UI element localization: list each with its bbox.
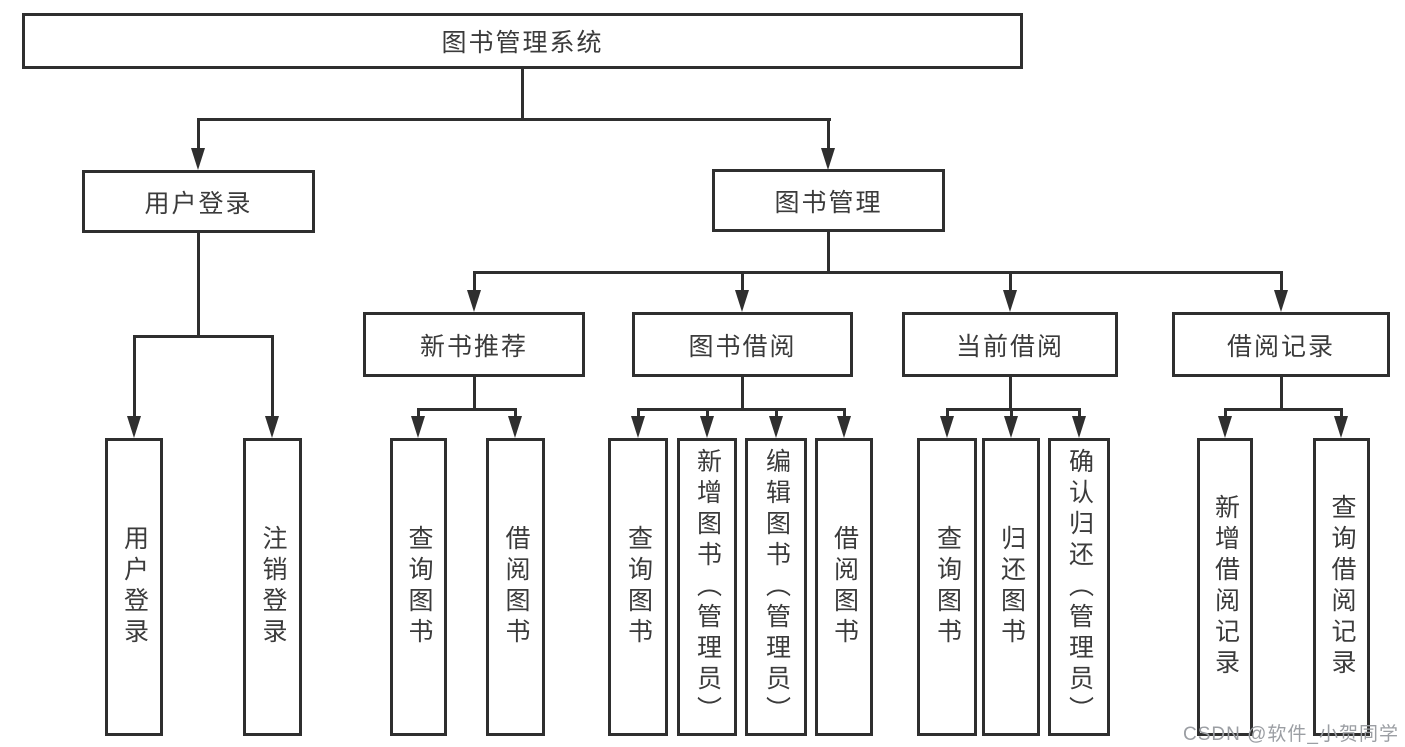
connector-arrowhead: [127, 416, 141, 438]
connector-arrowhead: [508, 416, 522, 438]
connector-line: [133, 335, 274, 338]
node-borrow-books-action: 借阅图书: [815, 438, 873, 736]
node-label: 注销登录: [259, 525, 287, 649]
node-query-borrow-record: 查询借阅记录: [1313, 438, 1370, 736]
connector-arrowhead: [1218, 416, 1232, 438]
connector-line: [197, 233, 200, 335]
node-label: 借阅记录: [1226, 332, 1335, 361]
node-label: 编辑图书（管理员）: [762, 447, 791, 727]
connector-line: [637, 408, 640, 416]
node-label: 借阅图书: [830, 525, 859, 649]
connector-line: [197, 118, 200, 148]
node-label: 用户登录: [144, 189, 253, 218]
connector-line: [827, 232, 830, 271]
node-label: 新增借阅记录: [1211, 494, 1240, 680]
connector-line: [514, 408, 517, 416]
node-label: 归还图书: [997, 525, 1026, 649]
connector-arrowhead: [265, 416, 279, 438]
node-user-login: 用户登录: [82, 170, 315, 233]
csdn-watermark: CSDN @软件_小贺同学: [1183, 724, 1399, 745]
connector-line: [1340, 408, 1343, 416]
connector-line: [843, 408, 846, 416]
node-label: 新增图书（管理员）: [693, 447, 722, 727]
connector-line: [473, 377, 476, 408]
node-user-login-action: 用户登录: [105, 438, 163, 736]
node-label: 借阅图书: [502, 525, 530, 649]
node-label: 图书管理系统: [441, 29, 604, 57]
connector-line: [1224, 408, 1227, 416]
node-library-management-system: 图书管理系统: [22, 13, 1023, 69]
node-add-books-admin: 新增图书（管理员）: [677, 438, 737, 736]
connector-arrowhead: [1072, 416, 1086, 438]
connector-arrowhead: [700, 416, 714, 438]
node-current-borrowing: 当前借阅: [902, 312, 1118, 377]
connector-arrowhead: [1274, 290, 1288, 312]
connector-line: [1009, 377, 1012, 408]
connector-line: [417, 408, 420, 416]
connector-line: [637, 408, 846, 411]
connector-line: [521, 68, 524, 118]
node-new-book-recommend: 新书推荐: [363, 312, 585, 377]
connector-line: [741, 377, 744, 408]
connector-arrowhead: [1334, 416, 1348, 438]
connector-line: [946, 408, 949, 416]
connector-line: [1224, 408, 1343, 411]
node-return-books: 归还图书: [982, 438, 1040, 736]
connector-arrowhead: [837, 416, 851, 438]
node-label: 查询借阅记录: [1328, 494, 1356, 680]
node-borrowing-query-books: 查询图书: [608, 438, 668, 736]
connector-arrowhead: [411, 416, 425, 438]
node-edit-books-admin: 编辑图书（管理员）: [745, 438, 807, 736]
connector-line: [417, 408, 517, 411]
node-confirm-return-admin: 确认归还（管理员）: [1048, 438, 1110, 736]
node-recommend-query-books: 查询图书: [390, 438, 447, 736]
node-label: 图书借阅: [688, 332, 797, 361]
node-borrowing-records: 借阅记录: [1172, 312, 1390, 377]
node-add-borrow-record: 新增借阅记录: [1197, 438, 1253, 736]
connector-line: [1280, 271, 1283, 290]
node-label: 查询图书: [405, 525, 433, 649]
node-label: 用户登录: [120, 525, 149, 649]
node-label: 图书管理: [774, 188, 883, 217]
connector-arrowhead: [467, 290, 481, 312]
connector-line: [1010, 408, 1013, 416]
connector-line: [473, 271, 1283, 274]
connector-line: [133, 335, 136, 416]
connector-arrowhead: [735, 290, 749, 312]
node-label: 查询图书: [933, 525, 962, 649]
connector-line: [197, 118, 831, 121]
node-current-query-books: 查询图书: [917, 438, 977, 736]
connector-line: [271, 335, 274, 416]
node-label: 查询图书: [624, 525, 653, 649]
node-book-management: 图书管理: [712, 169, 945, 232]
connector-arrowhead: [940, 416, 954, 438]
connector-arrowhead: [191, 148, 205, 170]
connector-line: [706, 408, 709, 416]
connector-line: [1009, 271, 1012, 290]
connector-line: [827, 118, 830, 148]
connector-line: [1078, 408, 1081, 416]
connector-line: [775, 408, 778, 416]
connector-arrowhead: [1004, 416, 1018, 438]
connector-arrowhead: [821, 148, 835, 170]
node-recommend-borrow-books: 借阅图书: [486, 438, 545, 736]
connector-arrowhead: [769, 416, 783, 438]
connector-line: [473, 271, 476, 290]
connector-line: [1280, 377, 1283, 408]
node-logout-action: 注销登录: [243, 438, 302, 736]
node-label: 当前借阅: [955, 332, 1064, 361]
connector-line: [741, 271, 744, 290]
connector-arrowhead: [631, 416, 645, 438]
connector-arrowhead: [1003, 290, 1017, 312]
node-label: 确认归还（管理员）: [1065, 447, 1094, 727]
connector-line: [946, 408, 1080, 411]
node-label: 新书推荐: [419, 332, 528, 361]
node-book-borrowing: 图书借阅: [632, 312, 853, 377]
